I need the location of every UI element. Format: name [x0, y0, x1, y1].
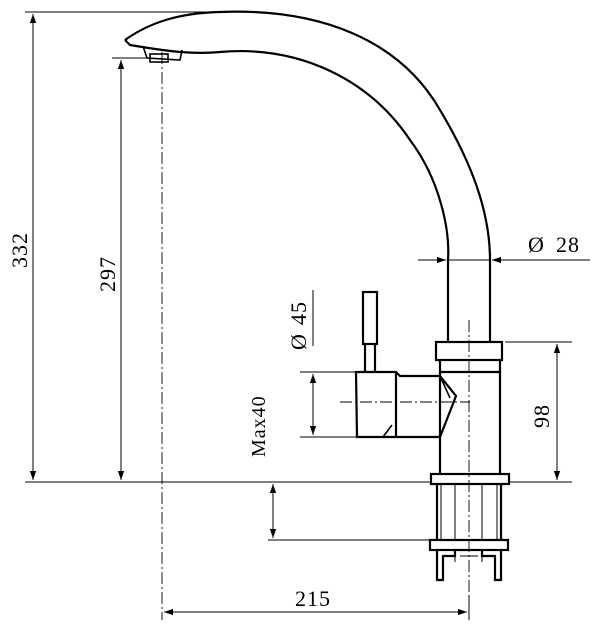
dim-body-height: 98 — [529, 404, 554, 428]
dim-reach: 215 — [295, 586, 331, 611]
dimension-lines — [29, 14, 590, 616]
dim-spout-height: 297 — [95, 256, 120, 292]
dim-base-diameter: 45 — [286, 301, 311, 325]
faucet-outline — [124, 10, 511, 582]
dim-max-thickness: Max40 — [248, 395, 270, 457]
diameter-symbol-45: Ø — [286, 333, 311, 350]
dim-overall-height: 332 — [7, 232, 32, 268]
dim-pipe-diameter: 28 — [556, 232, 580, 257]
extension-lines — [25, 11, 572, 620]
center-lines — [161, 52, 470, 620]
diameter-symbol-28: Ø — [528, 232, 545, 257]
